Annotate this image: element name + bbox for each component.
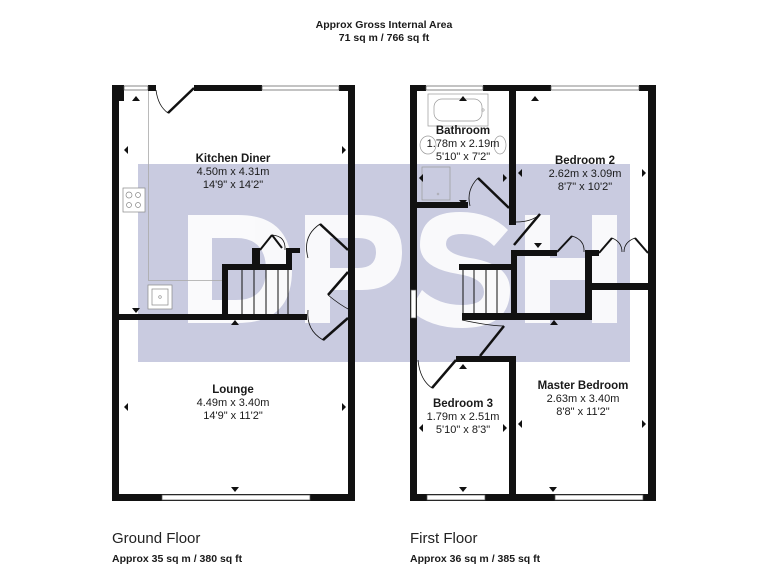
window-kitchen-right [261,85,340,91]
room-kitchen-diner: Kitchen Diner 4.50m x 4.31m 14'9" x 14'2… [183,153,283,192]
ground-floor-plan [112,85,355,501]
gross-area-title: Approx Gross Internal Area [315,19,453,31]
hob-icon [122,187,146,213]
wardrobe [598,237,649,254]
floor-title: First Floor [410,530,478,547]
room-bedroom-2: Bedroom 2 2.62m x 3.09m 8'7" x 10'2" [535,155,635,194]
room-metric: 1.78m x 2.19m [426,138,500,150]
shower-tray-icon [421,166,451,201]
toilet-icon [419,135,437,155]
room-imperial: 8'7" x 10'2" [557,181,613,193]
ground-floor-staircase [222,234,300,318]
room-imperial: 8'8" x 11'2" [556,406,610,418]
room-imperial: 5'10" x 7'2" [435,151,491,163]
room-name: Bedroom 2 [554,155,616,167]
floor-title: Ground Floor [112,530,201,547]
room-metric: 2.62m x 3.09m [548,168,622,180]
room-bedroom-3: Bedroom 3 1.79m x 2.51m 5'10" x 8'3" [418,398,508,437]
back-door [155,87,195,114]
room-name: Lounge [212,384,254,396]
gross-internal-area-header: Approx Gross Internal Area 71 sq m / 766… [0,19,768,45]
window-kitchen-left [123,85,149,91]
first-floor-staircase [459,235,599,320]
room-metric: 4.50m x 4.31m [196,166,270,178]
first-floor-plan [410,85,656,501]
room-name: Bedroom 3 [432,398,494,410]
basin-icon [493,135,507,155]
room-name: Kitchen Diner [195,153,271,165]
dimension-arrows [124,96,646,492]
room-imperial: 5'10" x 8'3" [435,424,491,436]
floor-area: Approx 35 sq m / 380 sq ft [112,553,243,565]
room-imperial: 14'9" x 14'2" [202,179,264,191]
room-metric: 2.63m x 3.40m [546,393,620,405]
room-master-bedroom: Master Bedroom 2.63m x 3.40m 8'8" x 11'2… [528,380,638,419]
first-floor-caption: First Floor Approx 36 sq m / 385 sq ft [410,530,540,566]
room-metric: 4.49m x 3.40m [196,397,270,409]
room-bathroom: Bathroom 1.78m x 2.19m 5'10" x 7'2" [418,125,508,164]
room-lounge: Lounge 4.49m x 3.40m 14'9" x 11'2" [183,384,283,423]
front-door [306,223,351,341]
gross-area-value: 71 sq m / 766 sq ft [338,32,430,44]
room-name: Master Bedroom [537,380,629,392]
room-imperial: 14'9" x 11'2" [203,410,263,422]
bath-icon [427,93,489,127]
room-name: Bathroom [435,125,491,137]
sink-icon [147,284,173,310]
room-metric: 1.79m x 2.51m [426,411,500,423]
ground-floor-caption: Ground Floor Approx 35 sq m / 380 sq ft [112,530,242,566]
floor-area: Approx 36 sq m / 385 sq ft [410,553,541,565]
